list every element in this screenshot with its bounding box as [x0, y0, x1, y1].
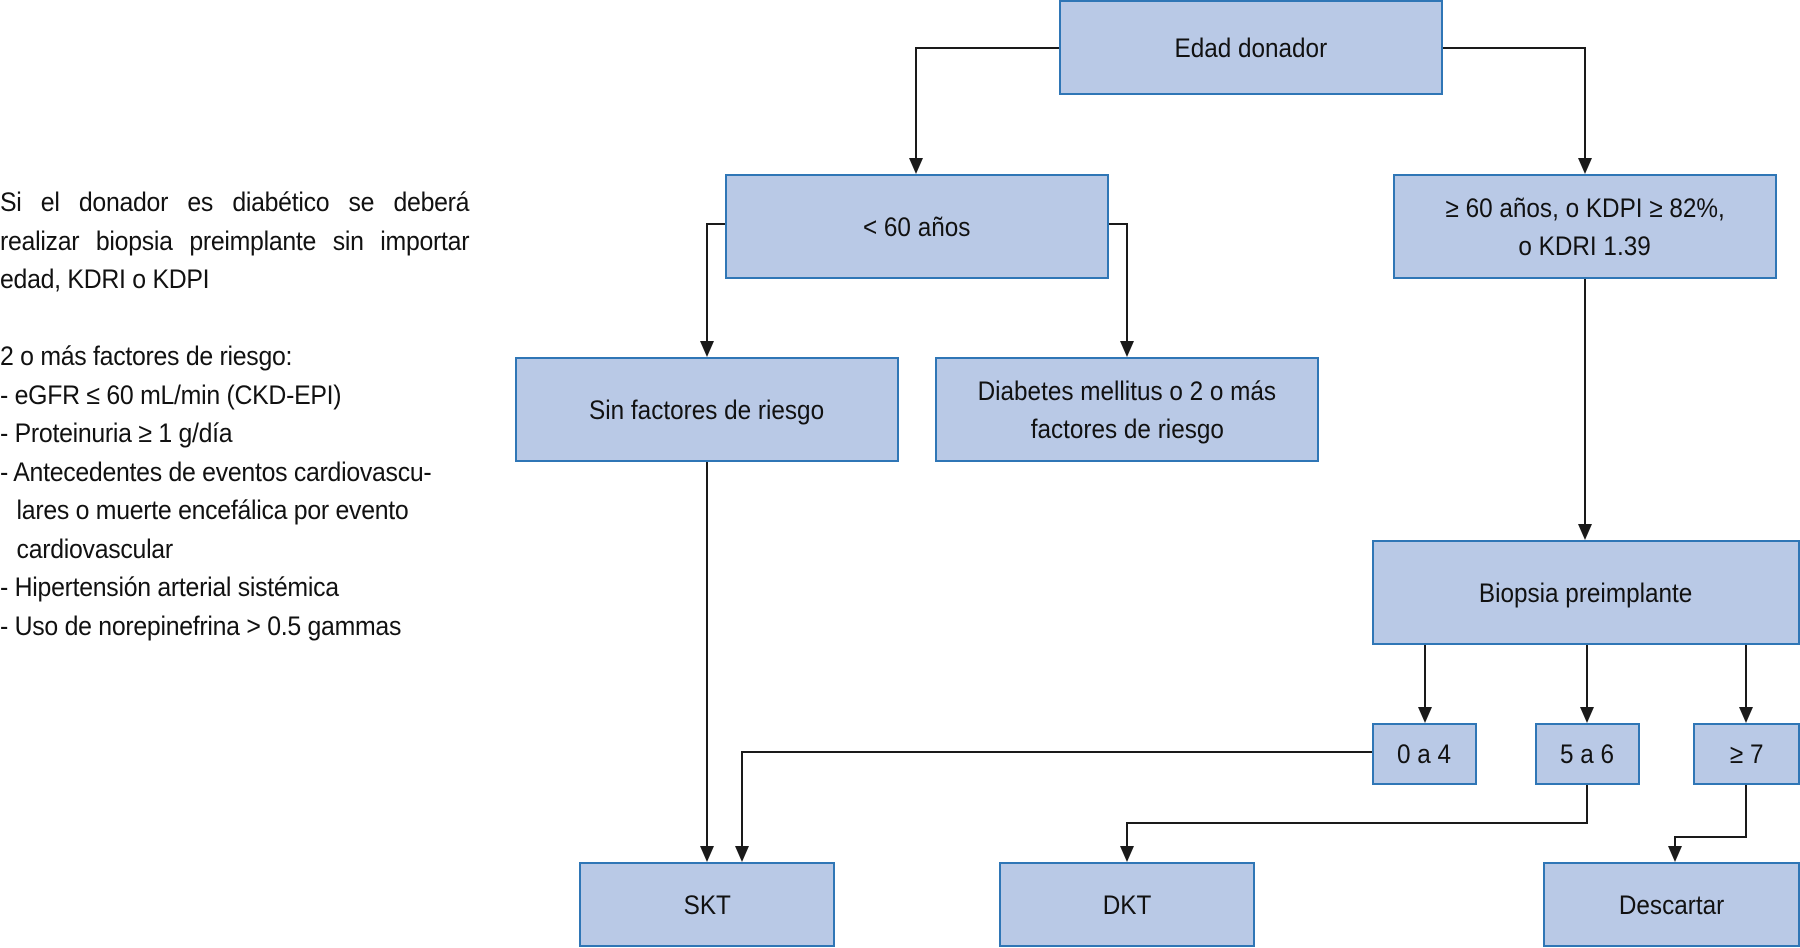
node-label: SKT [683, 889, 731, 920]
node-under-60: < 60 años [725, 174, 1109, 279]
diabetic-donor-note: Si el donador es diabético se deberá rea… [0, 183, 469, 299]
arrow-head [1578, 158, 1592, 174]
arrow-head [1120, 846, 1134, 862]
node-score-0-4: 0 a 4 [1372, 723, 1477, 785]
node-label: Diabetes mellitus o 2 o más [977, 375, 1277, 406]
node-label: Descartar [1618, 889, 1725, 920]
arrow-head [909, 158, 923, 174]
edge-0-4-skt [741, 751, 1372, 848]
note-line: realizar biopsia preimplante sin importa… [0, 225, 470, 256]
edge-root-over60 [1443, 47, 1586, 160]
edge-root-under60 [915, 47, 1059, 160]
node-label: ≥ 60 años, o KDPI ≥ 82%, [1445, 192, 1725, 223]
node-biopsia: Biopsia preimplante [1372, 540, 1800, 645]
node-label: factores de riesgo [1030, 413, 1224, 444]
edge-under60-norisk [706, 223, 725, 343]
node-skt: SKT [579, 862, 835, 947]
edge-under60-diabetes [1109, 223, 1128, 343]
node-descartar: Descartar [1543, 862, 1800, 947]
note-line: Si el donador es diabético se deberá [0, 187, 470, 217]
risk-factors-note: 2 o más factores de riesgo: - eGFR ≤ 60 … [0, 337, 478, 645]
node-label: 5 a 6 [1560, 739, 1615, 769]
risk-factor-item: - Proteinuria ≥ 1 g/día [0, 418, 233, 448]
arrow-head [1580, 707, 1594, 723]
arrow-head [1120, 341, 1134, 357]
risk-factor-item: - Hipertensión arterial sistémica [0, 572, 339, 602]
risk-factor-item: - eGFR ≤ 60 mL/min (CKD-EPI) [0, 379, 342, 410]
node-dkt: DKT [999, 862, 1255, 947]
arrow-head [700, 846, 714, 862]
edge-7-discard [1674, 785, 1747, 848]
node-label: 0 a 4 [1397, 739, 1452, 769]
node-label: < 60 años [863, 211, 971, 242]
node-label: ≥ 7 [1729, 739, 1764, 769]
node-label: o KDRI 1.39 [1518, 230, 1652, 261]
risk-factor-item: - Antecedentes de eventos cardiovascu-la… [0, 456, 432, 564]
node-over-60: ≥ 60 años, o KDPI ≥ 82%, o KDRI 1.39 [1393, 174, 1777, 279]
node-label: Biopsia preimplante [1479, 577, 1693, 608]
node-score-5-6: 5 a 6 [1535, 723, 1640, 785]
arrow-head [700, 341, 714, 357]
node-label: Edad donador [1174, 32, 1328, 63]
arrow-head [1739, 707, 1753, 723]
node-label: DKT [1102, 889, 1152, 920]
node-sin-factores: Sin factores de riesgo [515, 357, 899, 462]
risk-factor-item: - Uso de norepinefrina > 0.5 gammas [0, 610, 402, 641]
node-score-7: ≥ 7 [1693, 723, 1800, 785]
arrow-head [1418, 707, 1432, 723]
note-line: edad, KDRI o KDPI [0, 264, 210, 294]
arrow-head [1578, 524, 1592, 540]
arrow-head [735, 846, 749, 862]
node-label: Sin factores de riesgo [589, 394, 825, 425]
node-diabetes: Diabetes mellitus o 2 o más factores de … [935, 357, 1319, 462]
node-edad-donador: Edad donador [1059, 0, 1443, 95]
arrowheads [700, 158, 1753, 862]
edge-5-6-dkt [1126, 785, 1588, 848]
risk-factors-title: 2 o más factores de riesgo: [0, 341, 293, 371]
arrow-head [1668, 846, 1682, 862]
